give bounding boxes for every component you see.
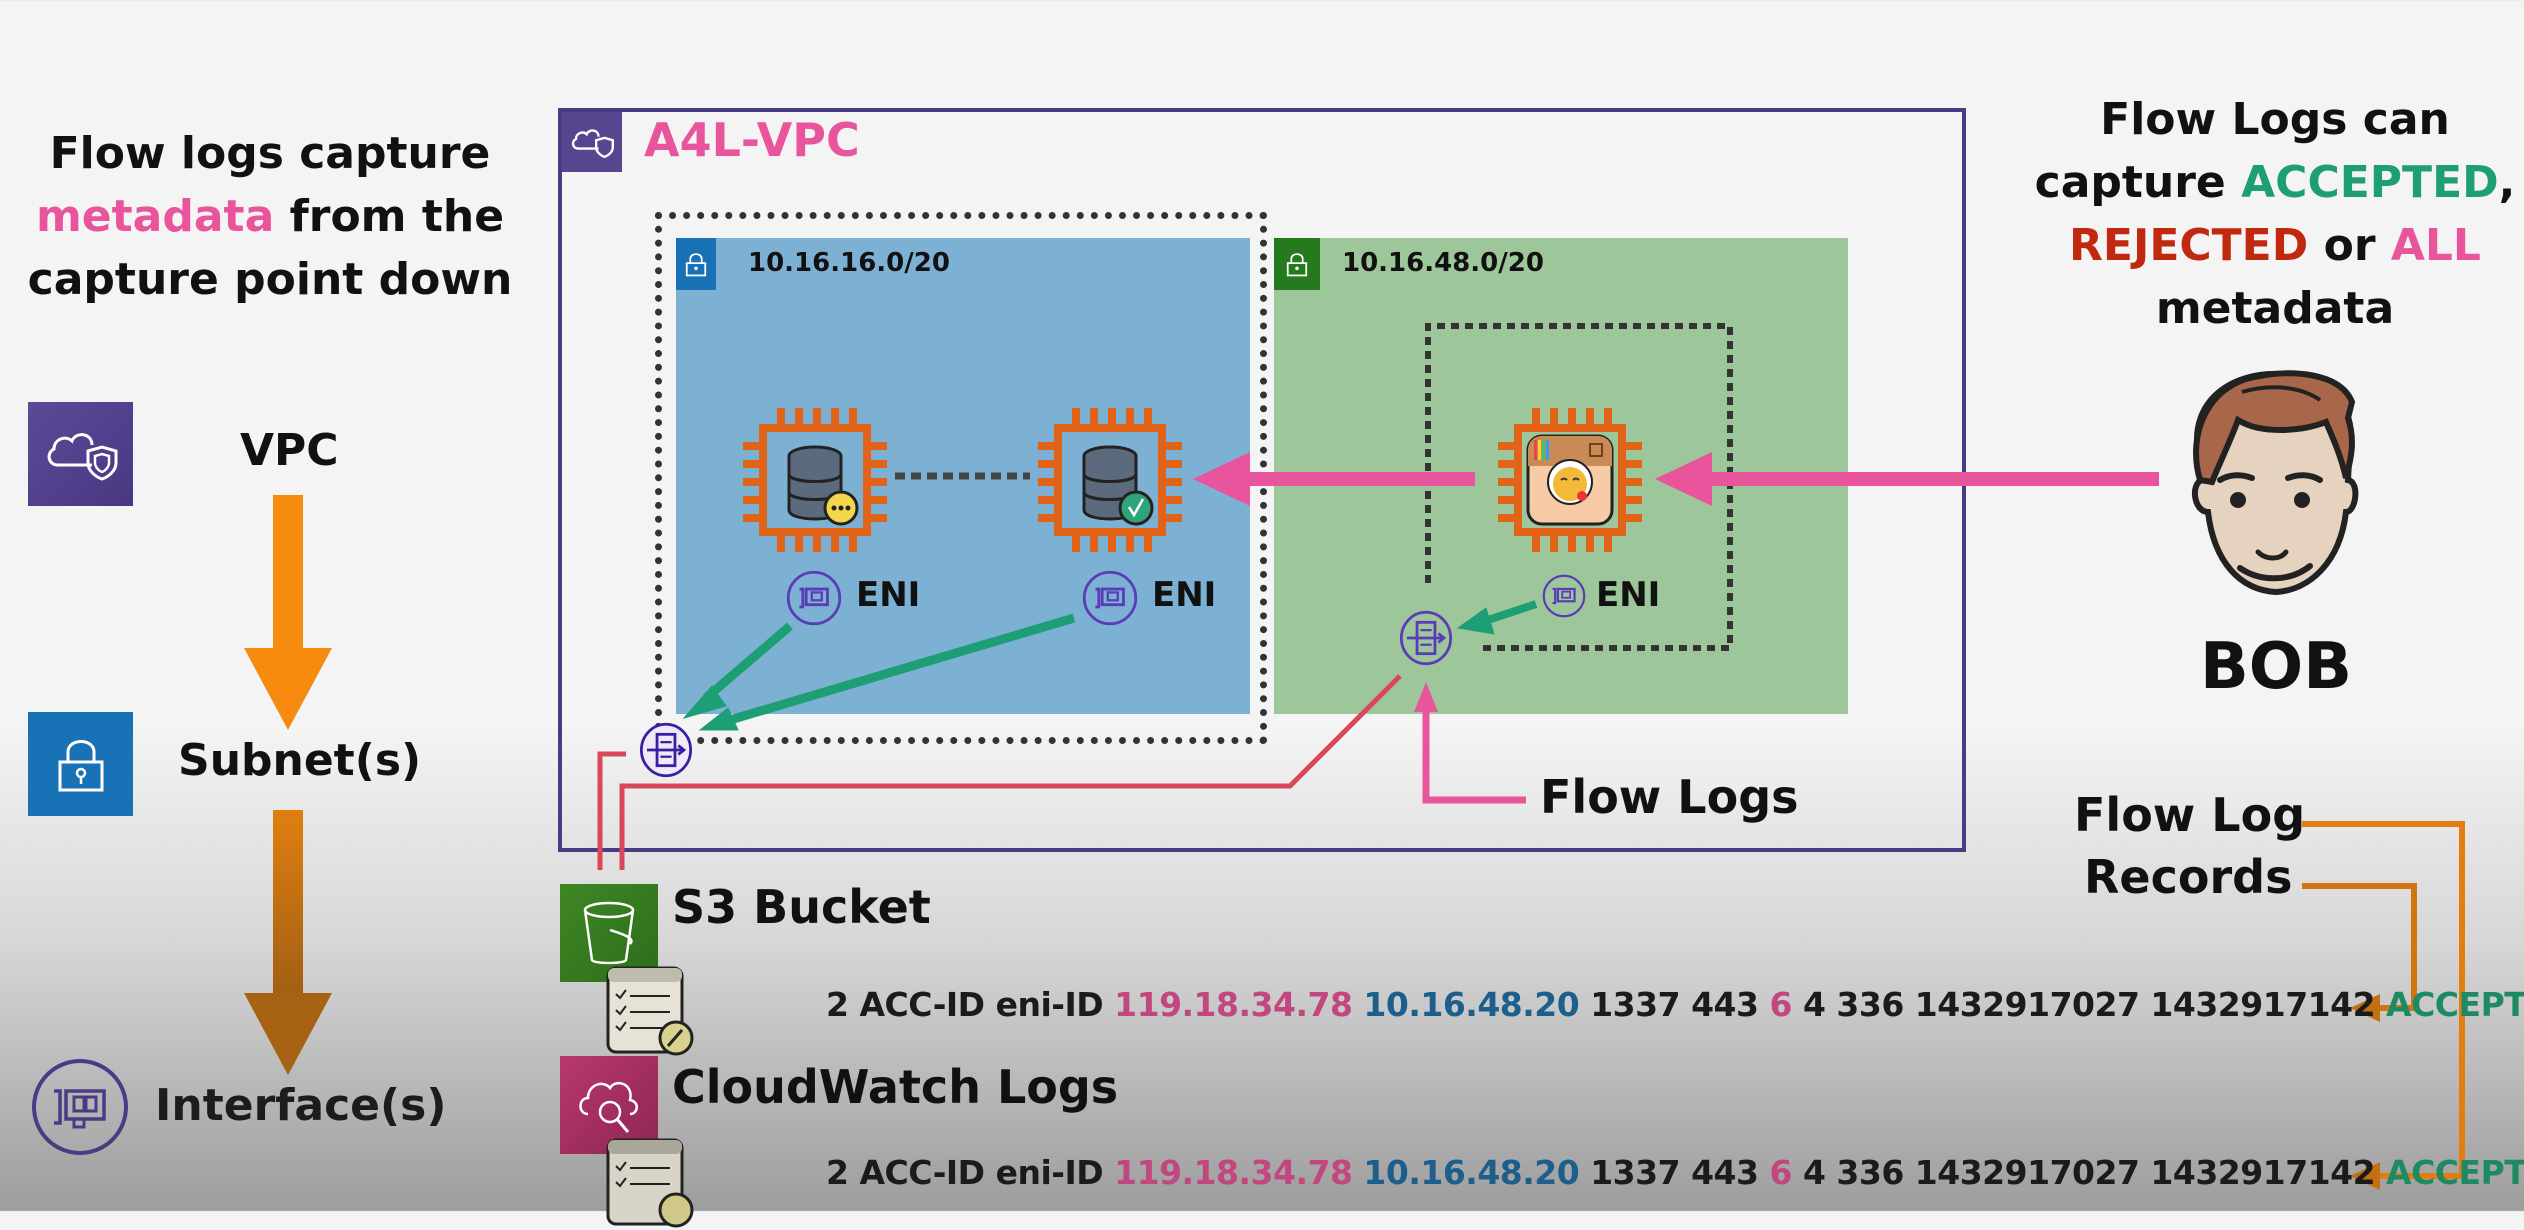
- field-dstport: 443: [1691, 985, 1759, 1024]
- check-icon: [1118, 490, 1154, 526]
- right-heading-line4: metadata: [2155, 283, 2395, 334]
- traffic-arrow-instance-to-db: [1193, 452, 1475, 506]
- flow-logs-pointer: [1414, 682, 1526, 804]
- field-start: 1432917027: [1914, 1153, 2140, 1192]
- left-heading: Flow logs capture metadata from the capt…: [20, 122, 520, 311]
- field-action: ACCEPT: [2386, 1153, 2524, 1192]
- field-version: 2: [826, 985, 849, 1024]
- hierarchy-subnet-label: Subnet(s): [178, 735, 422, 786]
- field-interface-id: eni-ID: [995, 1153, 1104, 1192]
- eni-icon-1: [786, 570, 842, 626]
- s3-bucket-icon: [560, 884, 658, 982]
- network-interface-icon: [30, 1057, 130, 1157]
- field-account-id: ACC-ID: [859, 1153, 985, 1192]
- cloudwatch-logs-label: CloudWatch Logs: [672, 1060, 1119, 1114]
- left-heading-line3: capture point down: [27, 254, 513, 305]
- left-heading-line2: metadata from the: [35, 191, 505, 242]
- s3-bucket-label: S3 Bucket: [672, 880, 931, 934]
- eni-to-flowlog-arrows: [682, 600, 1538, 731]
- subnet-a-cidr: 10.16.16.0/20: [748, 248, 950, 278]
- field-srcaddr: 119.18.34.78: [1114, 1153, 1353, 1192]
- field-action: ACCEPT: [2386, 985, 2524, 1024]
- cat-photo-app-icon: [1526, 434, 1614, 526]
- vpc-icon: [28, 402, 133, 506]
- flow-log-icon-instance: [1399, 610, 1453, 666]
- left-heading-line1: Flow logs capture: [49, 128, 491, 179]
- flow-log-records-label-line2: Records: [2084, 850, 2293, 904]
- flow-log-records-label-line1: Flow Log: [2074, 788, 2306, 842]
- flow-logs-label: Flow Logs: [1540, 770, 1799, 824]
- right-heading-line3: REJECTED or ALL: [2069, 220, 2481, 271]
- down-arrow-vpc-to-subnet: [244, 495, 332, 730]
- log-record-s3: 2 ACC-ID eni-ID 119.18.34.78 10.16.48.20…: [826, 985, 2524, 1024]
- vpc-small-icon: [562, 112, 622, 172]
- bob-avatar-icon: [2191, 370, 2359, 596]
- subnet-a-lock-icon: [676, 238, 716, 290]
- field-account-id: ACC-ID: [859, 985, 985, 1024]
- log-record-cloudwatch: 2 ACC-ID eni-ID 119.18.34.78 10.16.48.20…: [826, 1153, 2524, 1192]
- field-protocol: 6: [1769, 985, 1792, 1024]
- db-replication-link: [895, 472, 1030, 480]
- field-end: 1432917142: [2150, 985, 2376, 1024]
- eni-label-1: ENI: [856, 575, 921, 615]
- rejected-label: REJECTED: [2069, 220, 2309, 271]
- flow-log-records-connectors: [2302, 821, 2465, 1190]
- cloudwatch-logs-icon: [560, 1056, 658, 1154]
- field-packets: 4: [1802, 1153, 1826, 1192]
- all-label: ALL: [2390, 220, 2481, 271]
- hierarchy-vpc-label: VPC: [240, 425, 339, 476]
- delivery-lines-to-s3: [597, 674, 1402, 870]
- subnet-lock-icon: [28, 712, 133, 816]
- field-srcport: 1337: [1590, 985, 1681, 1024]
- availability-zone-b: [1425, 323, 1733, 651]
- field-srcaddr: 119.18.34.78: [1114, 985, 1353, 1024]
- flow-log-icon-subnet-a: [639, 722, 693, 778]
- right-heading: Flow Logs can capture ACCEPTED, REJECTED…: [2030, 88, 2520, 340]
- eni-label-2: ENI: [1152, 575, 1217, 615]
- traffic-arrow-bob-to-instance: [1655, 452, 2159, 506]
- subnet-b-cidr: 10.16.48.0/20: [1342, 248, 1544, 278]
- ec2-instance-db-ok: [1038, 408, 1182, 552]
- field-version: 2: [826, 1153, 849, 1192]
- field-bytes: 336: [1836, 985, 1904, 1024]
- ec2-instance-web-app: [1498, 408, 1642, 552]
- eni-label-3: ENI: [1596, 575, 1661, 615]
- bob-name: BOB: [2200, 630, 2352, 704]
- field-protocol: 6: [1769, 1153, 1792, 1192]
- field-dstport: 443: [1691, 1153, 1759, 1192]
- right-heading-line1: Flow Logs can: [2100, 94, 2450, 145]
- metadata-highlight: metadata: [35, 191, 275, 242]
- vpc-name: A4L-VPC: [644, 113, 860, 167]
- field-packets: 4: [1802, 985, 1826, 1024]
- accepted-label: ACCEPTED: [2241, 157, 2499, 208]
- eni-icon-3: [1542, 574, 1586, 618]
- field-interface-id: eni-ID: [995, 985, 1104, 1024]
- hierarchy-interface-label: Interface(s): [155, 1080, 447, 1131]
- log-file-icon-s3: [606, 966, 694, 1056]
- right-heading-line2: capture ACCEPTED,: [2034, 157, 2516, 208]
- subnet-b-lock-icon: [1274, 238, 1320, 290]
- field-dstaddr: 10.16.48.20: [1363, 985, 1580, 1024]
- field-bytes: 336: [1836, 1153, 1904, 1192]
- down-arrow-subnet-to-interface: [244, 810, 332, 1075]
- field-srcport: 1337: [1590, 1153, 1681, 1192]
- field-dstaddr: 10.16.48.20: [1363, 1153, 1580, 1192]
- field-start: 1432917027: [1914, 985, 2140, 1024]
- ec2-instance-db-pending: [743, 408, 887, 552]
- eni-icon-2: [1082, 570, 1138, 626]
- field-end: 1432917142: [2150, 1153, 2376, 1192]
- log-file-icon-cloudwatch: [606, 1138, 694, 1228]
